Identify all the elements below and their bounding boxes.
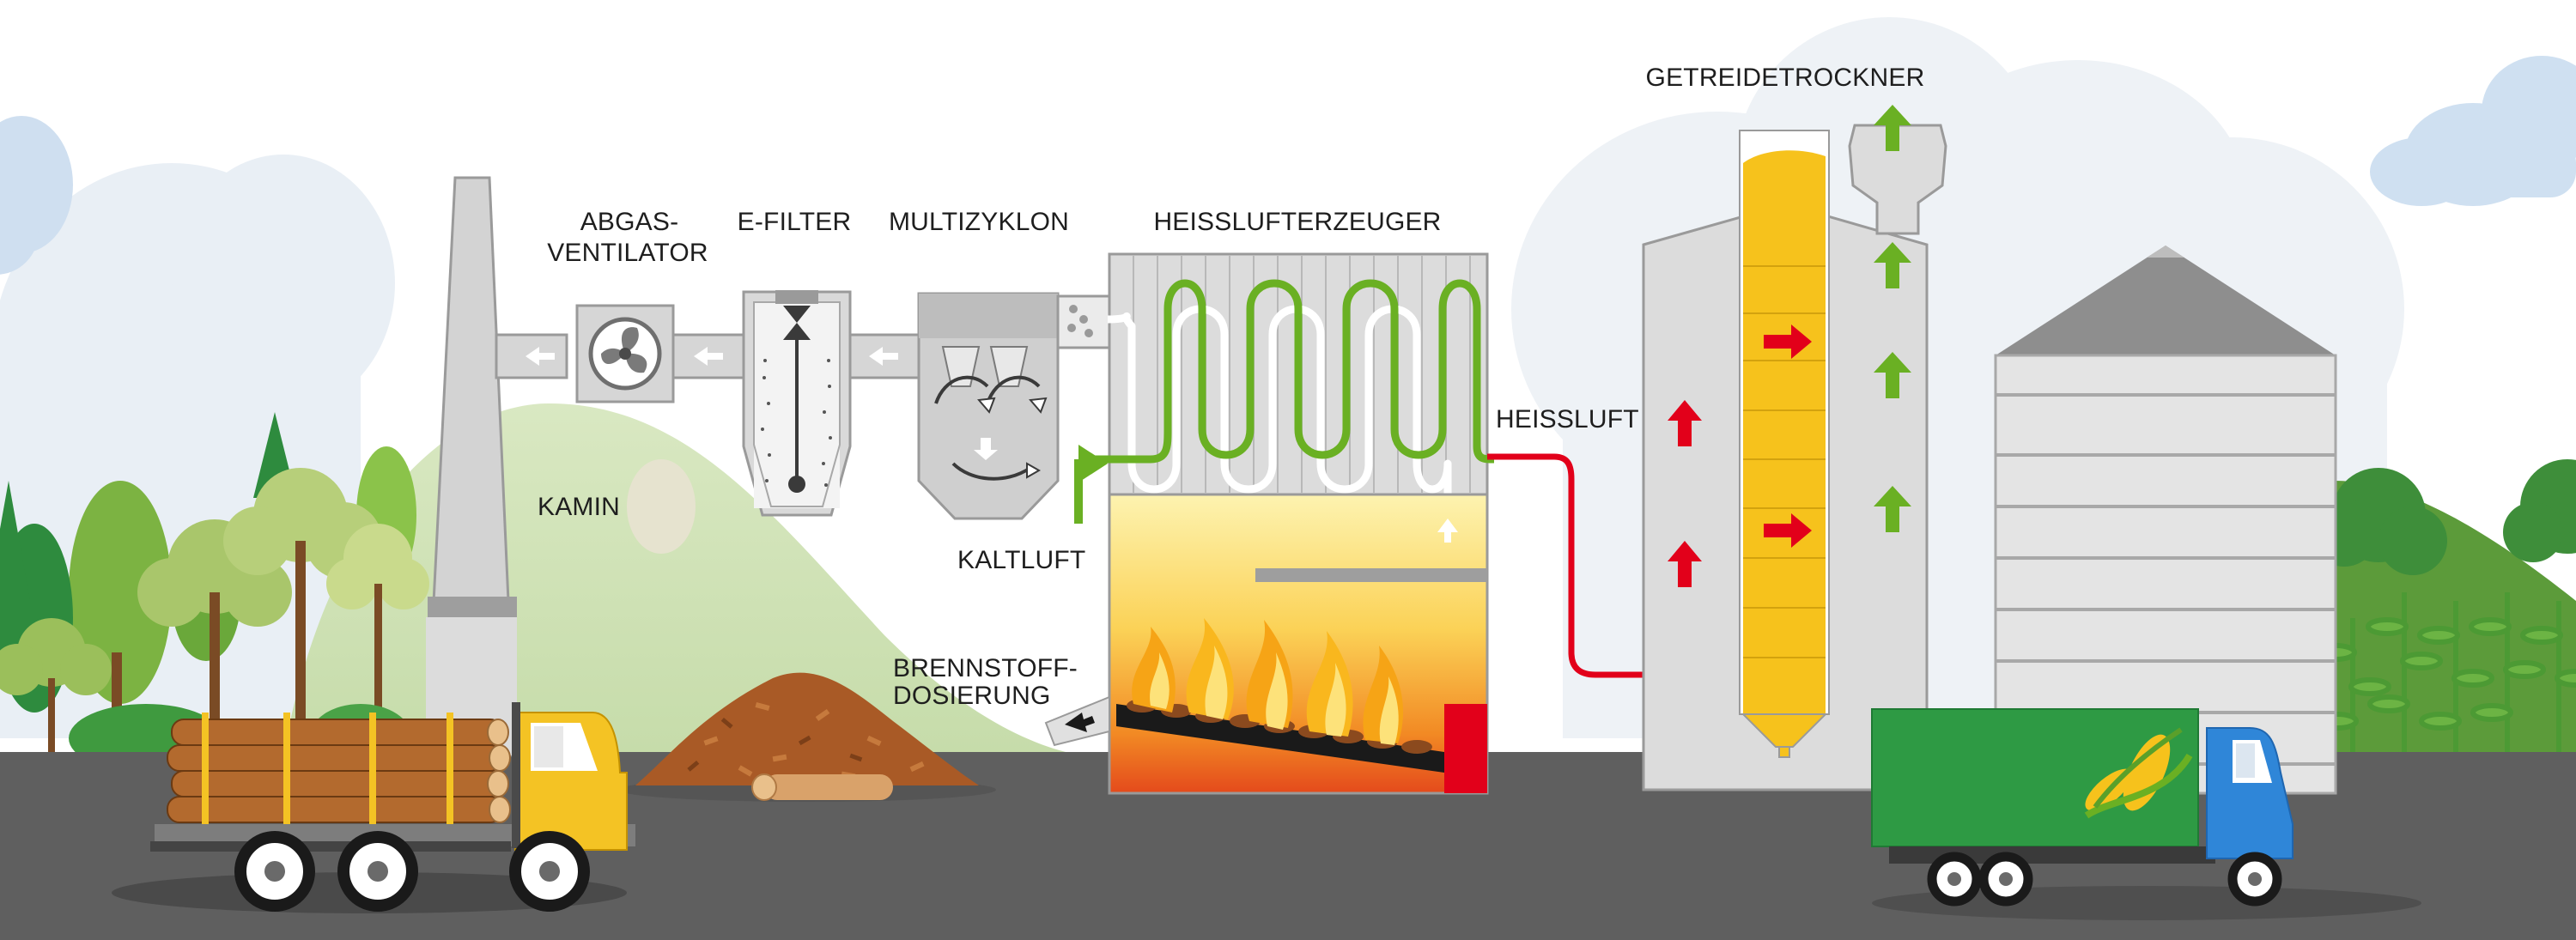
air-coil (1084, 279, 1495, 464)
log-truck (112, 702, 635, 913)
hot-air-arrow-icon (1668, 324, 1812, 587)
grain-dryer (1642, 105, 1947, 791)
fan-icon (601, 327, 647, 373)
electrostatic-filter (742, 290, 852, 517)
diagram-labels: ABGAS- VENTILATOR E-FILTER MULTIZYKLON H… (538, 64, 1924, 710)
label-chimney: KAMIN (538, 493, 620, 521)
flue-gas-coil (1107, 305, 1452, 524)
grain-truck (1871, 708, 2421, 920)
multicyclone (917, 292, 1111, 520)
label-exhaust-fan-line1: ABGAS- (580, 208, 679, 236)
label-e-filter: E-FILTER (738, 208, 852, 236)
wood-chip-pile (618, 672, 996, 802)
cloud-small-right (2370, 56, 2576, 206)
cloud-small-left (0, 116, 73, 275)
label-grain-dryer: GETREIDETROCKNER (1646, 64, 1925, 92)
label-hot-air: HEISSLUFT (1496, 405, 1639, 434)
flame-icon (1132, 618, 1404, 745)
label-fuel-feed-line2: DOSIERUNG (893, 682, 1051, 710)
exhaust-air-arrow-icon (1874, 105, 1911, 532)
cold-air-inlet-arrow (1074, 445, 1108, 524)
label-exhaust-fan-line2: VENTILATOR (547, 239, 708, 267)
label-fuel-feed-line1: BRENNSTOFF- (893, 654, 1078, 682)
chimney (424, 176, 517, 757)
label-multicyclone: MULTIZYKLON (889, 208, 1069, 236)
corn-icon (2084, 727, 2193, 819)
hot-air-generator (1044, 252, 1495, 795)
label-hot-air-generator: HEISSLUFTERZEUGER (1153, 208, 1441, 236)
label-cold-air: KALTLUFT (957, 546, 1085, 574)
exhaust-fan (575, 304, 675, 403)
